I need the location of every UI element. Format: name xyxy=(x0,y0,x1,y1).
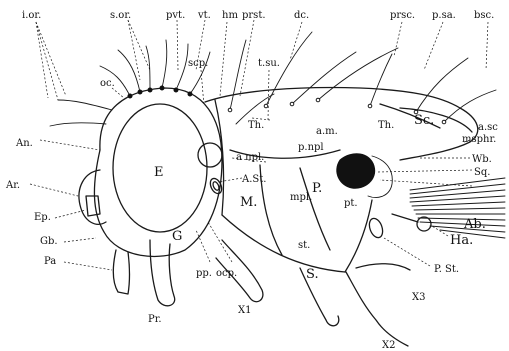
label-pp: pp. xyxy=(196,268,212,279)
label-s-or: s.or. xyxy=(110,10,131,21)
label-wb: Wb. xyxy=(472,154,492,165)
label-pt: pt. xyxy=(344,198,358,209)
label-gb: Gb. xyxy=(40,236,58,247)
label-pa: Pa xyxy=(44,256,56,267)
label-pvt: pvt. xyxy=(166,10,185,21)
label-asc: a.sc xyxy=(478,122,498,133)
label-prst: prst. xyxy=(242,10,266,21)
label-hm: hm xyxy=(222,10,238,21)
label-th-right: Th. xyxy=(378,120,394,131)
head xyxy=(50,40,222,306)
squama-dark xyxy=(337,154,375,189)
label-th-left: Th. xyxy=(248,120,264,131)
label-ep: Ep. xyxy=(34,212,51,223)
label-x3: X3 xyxy=(412,292,425,303)
label-an: An. xyxy=(15,138,33,149)
label-s: S. xyxy=(306,267,319,282)
label-bsc: bsc. xyxy=(474,10,494,21)
label-dc: dc. xyxy=(294,10,309,21)
legs xyxy=(216,240,410,346)
label-sq: Sq. xyxy=(474,167,490,178)
label-x1: X1 xyxy=(238,305,251,316)
label-gena: G xyxy=(172,229,182,244)
label-oc: oc. xyxy=(100,78,115,89)
label-anpl: a npl. xyxy=(236,152,264,163)
label-st: st. xyxy=(298,240,310,251)
label-x2: X2 xyxy=(382,340,395,351)
label-p: P. xyxy=(312,181,322,196)
label-pr: Pr. xyxy=(148,314,162,325)
label-sc: Sc. xyxy=(414,113,434,128)
label-mpl: mpl. xyxy=(290,192,312,203)
label-ha: Ha. xyxy=(450,233,473,248)
label-vt: vt. xyxy=(197,10,211,21)
label-msphr: msphr. xyxy=(462,134,496,145)
label-tsu: t.su. xyxy=(258,58,280,69)
haltere-knob xyxy=(417,217,431,231)
label-ab: Ab. xyxy=(463,217,486,232)
label-eye: E xyxy=(154,165,164,180)
label-i-or: i.or. xyxy=(22,10,41,21)
label-psa: p.sa. xyxy=(432,10,456,21)
abdomen-shading xyxy=(410,178,505,238)
label-scp: scp. xyxy=(188,58,208,69)
label-pnpl: p.npl xyxy=(298,142,324,153)
label-m: M. xyxy=(240,195,257,210)
label-am: a.m. xyxy=(316,126,338,137)
label-ast: A.St. xyxy=(241,174,266,185)
label-prsc: prsc. xyxy=(390,10,415,21)
posterior-spiracle xyxy=(367,217,385,240)
label-ocp: ocp. xyxy=(216,268,237,279)
label-ar: Ar. xyxy=(5,180,20,191)
label-pst: P. St. xyxy=(434,264,459,275)
